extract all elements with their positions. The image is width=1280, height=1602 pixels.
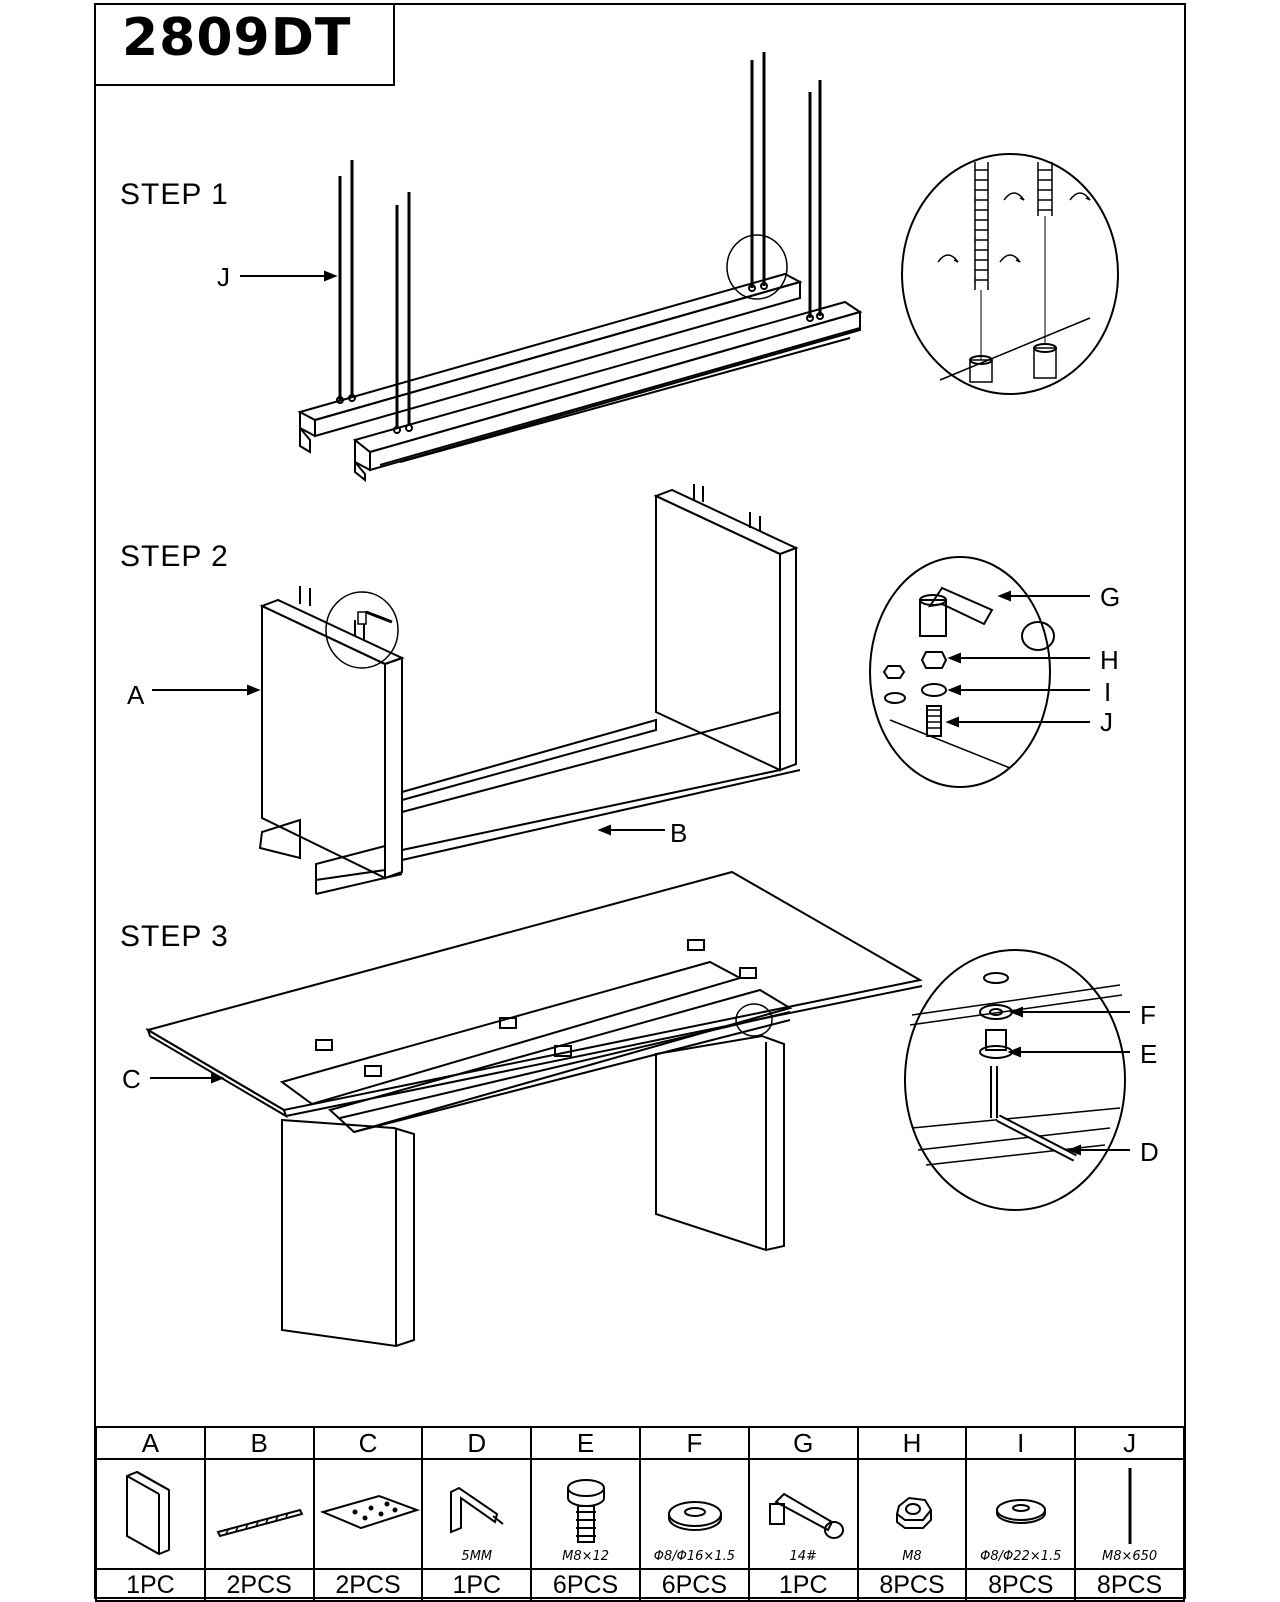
part-qty: 2PCS: [203, 1568, 315, 1602]
part-cell-i: Φ8/Φ22×1.5: [965, 1458, 1077, 1570]
part-spec: M8×650: [1101, 1549, 1158, 1564]
part-cell-e: M8×12: [530, 1458, 641, 1570]
part-cell-j: M8×650: [1074, 1458, 1185, 1570]
part-qty: 6PCS: [638, 1568, 750, 1602]
panel-leg-icon: [126, 1470, 170, 1556]
bolt-icon: [567, 1479, 606, 1543]
plate-icon: [319, 1494, 420, 1530]
part-cell-c: [312, 1458, 424, 1570]
parts-header-row: A B C D E F G H I J: [95, 1426, 1185, 1460]
part-cell-h: M8: [856, 1458, 968, 1570]
part-letter: A: [95, 1426, 206, 1460]
washer-icon: [667, 1501, 722, 1531]
part-qty: 8PCS: [965, 1568, 1077, 1602]
part-cell-d: 5MM: [421, 1458, 533, 1570]
callout-a: A: [127, 680, 145, 710]
part-letter: C: [312, 1426, 424, 1460]
callout-e: E: [1140, 1039, 1158, 1069]
part-letter: I: [965, 1426, 1077, 1460]
model-box: [95, 4, 395, 86]
part-qty: 8PCS: [856, 1568, 968, 1602]
part-letter: H: [856, 1426, 968, 1460]
wrench-icon: [768, 1492, 844, 1539]
model-title: 2809DT: [122, 8, 352, 68]
step-2-label: STEP 2: [120, 540, 229, 573]
rail-icon: [216, 1508, 304, 1538]
callout-i: I: [1104, 677, 1112, 707]
part-cell-b: [203, 1458, 315, 1570]
nut-icon: [895, 1496, 932, 1529]
callout-j-step1: J: [217, 262, 230, 292]
parts-table: A B C D E F G H I J: [95, 1426, 1185, 1602]
callout-j-step2: J: [1100, 707, 1113, 737]
callout-b: B: [670, 818, 688, 848]
large-washer-icon: [996, 1499, 1047, 1524]
part-qty: 1PC: [421, 1568, 533, 1602]
part-spec: 5MM: [461, 1549, 493, 1564]
part-cell-a: [95, 1458, 206, 1570]
part-letter: G: [747, 1426, 859, 1460]
step-1-label: STEP 1: [120, 178, 229, 211]
part-spec: M8: [902, 1549, 922, 1564]
callout-f: F: [1140, 1000, 1156, 1030]
callout-g: G: [1100, 582, 1121, 612]
parts-qty-row: 1PC 2PCS 2PCS 1PC 6PCS 6PCS 1PC 8PCS 8PC…: [95, 1568, 1185, 1602]
part-cell-f: Φ8/Φ16×1.5: [638, 1458, 750, 1570]
part-qty: 6PCS: [530, 1568, 641, 1602]
allen-key-icon: [450, 1486, 505, 1534]
callout-c: C: [122, 1064, 141, 1094]
part-spec: Φ8/Φ22×1.5: [980, 1549, 1062, 1564]
step-3-label: STEP 3: [120, 920, 229, 953]
part-spec: 14#: [789, 1549, 817, 1564]
part-letter: D: [421, 1426, 533, 1460]
part-qty: 1PC: [95, 1568, 206, 1602]
part-letter: J: [1074, 1426, 1185, 1460]
part-cell-g: 14#: [747, 1458, 859, 1570]
threaded-rod-icon: [1128, 1468, 1132, 1544]
part-letter: F: [638, 1426, 750, 1460]
callout-h: H: [1100, 645, 1119, 675]
part-spec: Φ8/Φ16×1.5: [653, 1549, 735, 1564]
part-qty: 8PCS: [1074, 1568, 1185, 1602]
part-letter: B: [203, 1426, 315, 1460]
parts-image-row: 5MM M8×12: [95, 1458, 1185, 1570]
callout-d: D: [1140, 1137, 1159, 1167]
part-qty: 2PCS: [312, 1568, 424, 1602]
part-spec: M8×12: [562, 1549, 610, 1564]
part-letter: E: [530, 1426, 641, 1460]
part-qty: 1PC: [747, 1568, 859, 1602]
